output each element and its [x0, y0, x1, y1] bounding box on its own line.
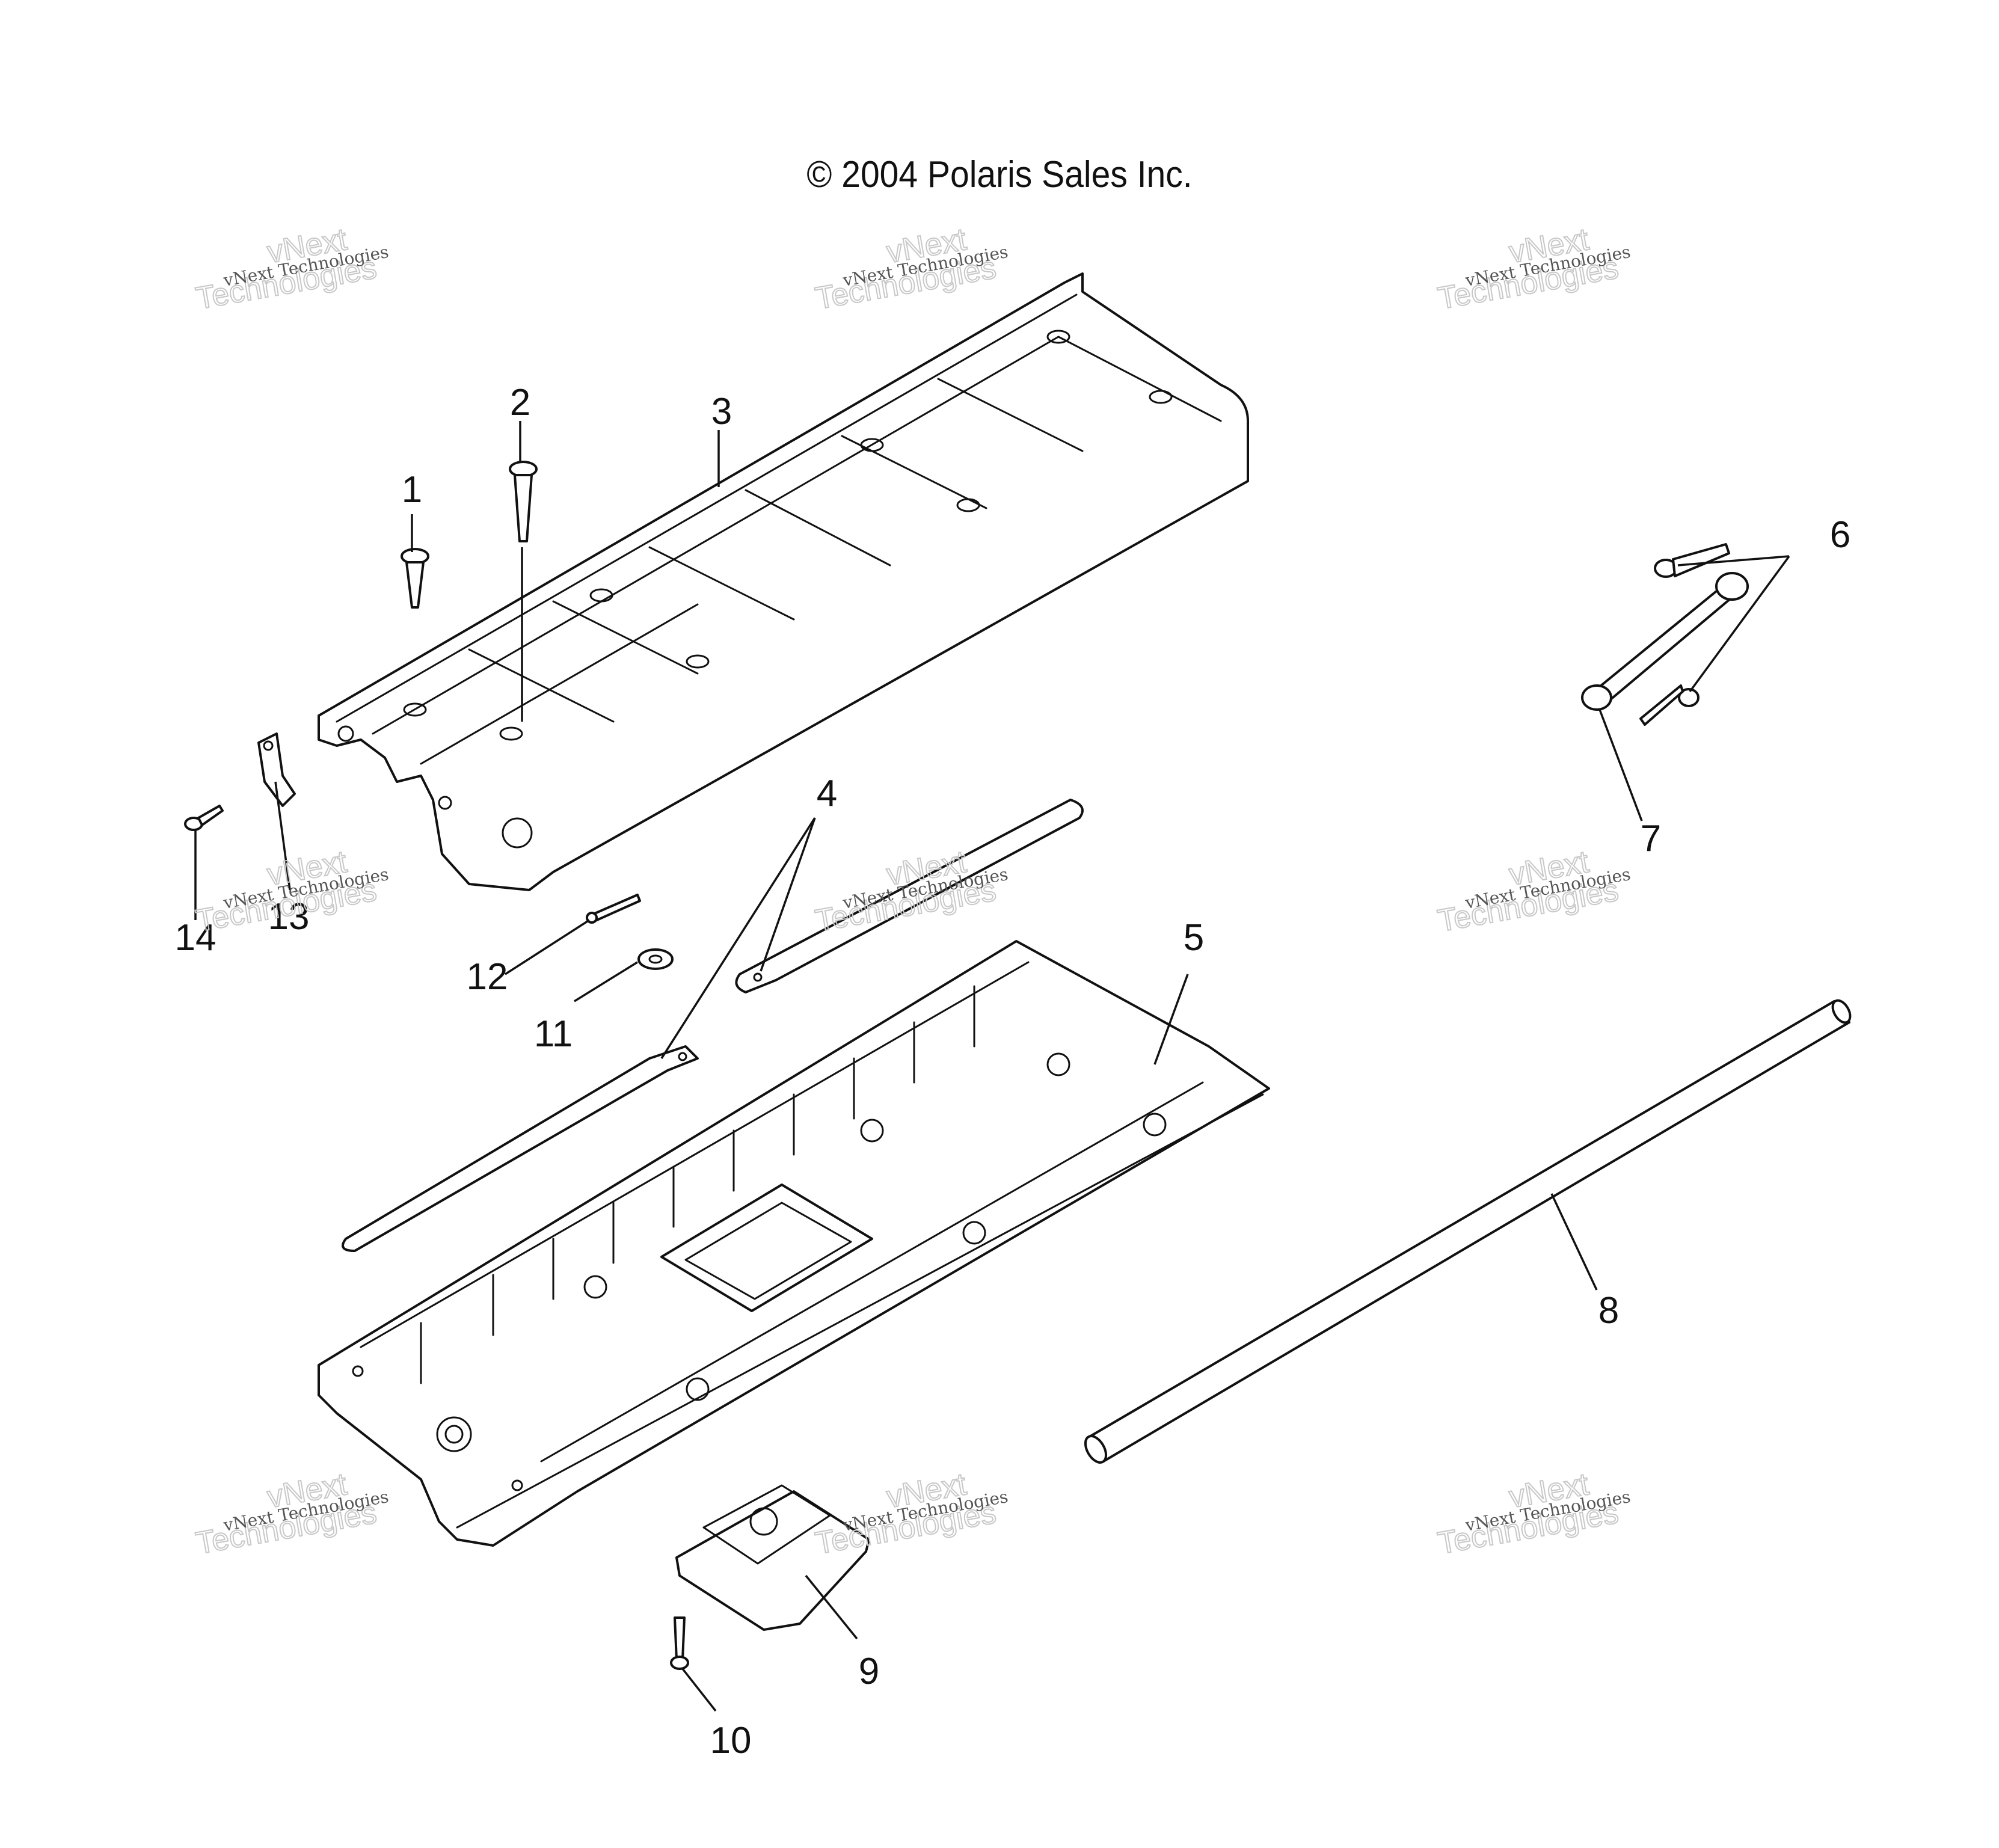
callout-6: 6 — [1830, 514, 1850, 556]
part-1-screw[interactable] — [401, 548, 429, 609]
callout-10: 10 — [710, 1720, 752, 1761]
watermark: vNext Technologies vNext Technologies — [812, 844, 1010, 939]
part-5-lower-tray[interactable] — [318, 940, 1270, 1547]
part-11-washer[interactable] — [637, 948, 674, 970]
callout-5: 5 — [1184, 917, 1204, 959]
part-6-screws[interactable] — [1639, 543, 1730, 726]
watermark: vNext Technologies vNext Technologies — [1435, 1466, 1632, 1562]
callout-7: 7 — [1641, 818, 1661, 859]
callout-12: 12 — [467, 956, 508, 998]
callout-labels: 1 2 3 4 5 6 7 8 9 10 11 12 13 14 — [175, 382, 1851, 1761]
callout-9: 9 — [859, 1651, 879, 1692]
callout-14: 14 — [175, 917, 216, 959]
part-7-strut[interactable] — [1581, 572, 1749, 711]
part-8-tube[interactable] — [1081, 998, 1854, 1466]
watermark: vNext Technologies vNext Technologies — [1435, 221, 1632, 317]
callout-1: 1 — [402, 469, 422, 511]
callout-8: 8 — [1598, 1290, 1619, 1331]
watermark: vNext Technologies vNext Technologies — [812, 221, 1010, 317]
part-14-screw[interactable] — [184, 805, 224, 831]
watermark: vNext Technologies vNext Technologies — [1435, 844, 1632, 939]
callout-11: 11 — [534, 1013, 573, 1055]
part-13-clip[interactable] — [257, 732, 296, 807]
part-10-screw[interactable] — [670, 1616, 689, 1670]
callout-2: 2 — [510, 382, 530, 423]
part-4-rods[interactable] — [342, 799, 1084, 1252]
callout-3: 3 — [711, 391, 732, 432]
part-3-top-cover[interactable] — [318, 272, 1249, 891]
watermark: vNext Technologies vNext Technologies — [193, 221, 390, 317]
part-12-pin[interactable] — [586, 894, 641, 924]
callout-13: 13 — [268, 896, 310, 938]
watermark: vNext Technologies vNext Technologies — [812, 1466, 1010, 1562]
part-2-screw[interactable] — [509, 461, 538, 542]
watermark: vNext Technologies vNext Technologies — [193, 1466, 390, 1562]
part-9-latch-plate[interactable] — [675, 1484, 870, 1631]
copyright-caption: © 2004 Polaris Sales Inc. — [806, 154, 1193, 195]
leader-lines — [194, 421, 1790, 1712]
callout-4: 4 — [817, 773, 837, 814]
